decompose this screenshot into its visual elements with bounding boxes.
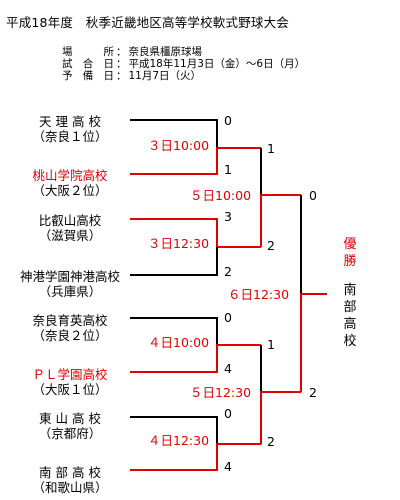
score: 0: [224, 113, 232, 128]
champion-label: 優勝: [343, 237, 357, 269]
page-title: 平成18年度 秋季近畿地区高等学校軟式野球大会: [6, 15, 290, 30]
team-region: （奈良１位）: [32, 129, 108, 144]
match-time: ３日10:00: [148, 138, 209, 153]
score: 4: [224, 459, 232, 474]
score: 2: [267, 238, 275, 253]
bracket-winner-line: [260, 194, 301, 247]
reserve-date-label: 予備日: [62, 70, 114, 82]
reserve-date-row: 予備日：11月7日（火）: [62, 70, 202, 82]
match-time: ４日10:00: [148, 335, 209, 350]
team-region: （奈良２位）: [32, 328, 108, 343]
team-region: （大阪１位）: [32, 382, 108, 397]
score: 2: [309, 385, 317, 400]
venue-row: 場所：奈良県橿原球場: [62, 46, 203, 58]
team-region: （和歌山県）: [32, 480, 108, 495]
venue-label: 場所: [62, 46, 114, 58]
bracket-line: [130, 119, 218, 148]
match-time: ５日12:30: [190, 385, 251, 400]
match-time: ３日12:30: [148, 236, 209, 251]
bracket-winner-line: [260, 391, 301, 444]
score: 0: [224, 406, 232, 421]
score: 1: [267, 337, 275, 352]
score: 0: [224, 310, 232, 325]
champion-name: 南部高校: [343, 283, 357, 349]
team-name: 天 理 高 校: [39, 114, 101, 129]
match-time: ４日12:30: [148, 433, 209, 448]
bracket-line: [130, 416, 218, 444]
score: 3: [224, 209, 232, 224]
bracket-line: [130, 317, 218, 345]
bracket-line: [130, 247, 218, 276]
team-name: ＰＬ学園高校: [32, 367, 108, 382]
team-name: 東 山 高 校: [39, 411, 101, 426]
game-dates-value: 平成18年11月3日（金）〜6日（月）: [128, 58, 306, 70]
team-name: 比叡山高校: [38, 213, 102, 228]
score: 2: [267, 434, 275, 449]
score: 2: [224, 264, 232, 279]
team-name: 桃山学院高校: [32, 168, 108, 183]
game-dates-label: 試合日: [62, 58, 114, 70]
team-name: 神港学園神港高校: [19, 269, 120, 284]
team-name: 奈良育英高校: [32, 313, 108, 328]
team-name: 南 部 高 校: [39, 465, 101, 480]
bracket-winner-line: [130, 344, 261, 373]
bracket-winner-line: [300, 293, 327, 392]
score: 1: [224, 162, 232, 177]
team-region: （兵庫県）: [38, 284, 102, 299]
score: 1: [267, 141, 275, 156]
score: 4: [224, 361, 232, 376]
reserve-date-value: 11月7日（火）: [128, 70, 202, 82]
match-time: ５日10:00: [190, 188, 251, 203]
match-time: ６日12:30: [228, 287, 289, 302]
bracket-winner-line: [130, 443, 261, 471]
score: 0: [309, 188, 317, 203]
bracket-winner-line: [130, 218, 261, 248]
bracket-winner-line: [130, 147, 261, 175]
game-dates-row: 試合日：平成18年11月3日（金）〜6日（月）: [62, 58, 306, 70]
team-region: （大阪２位）: [32, 183, 108, 198]
team-region: （滋賀県）: [38, 228, 102, 243]
venue-value: 奈良県橿原球場: [128, 46, 203, 58]
team-region: （京都府）: [38, 426, 102, 441]
